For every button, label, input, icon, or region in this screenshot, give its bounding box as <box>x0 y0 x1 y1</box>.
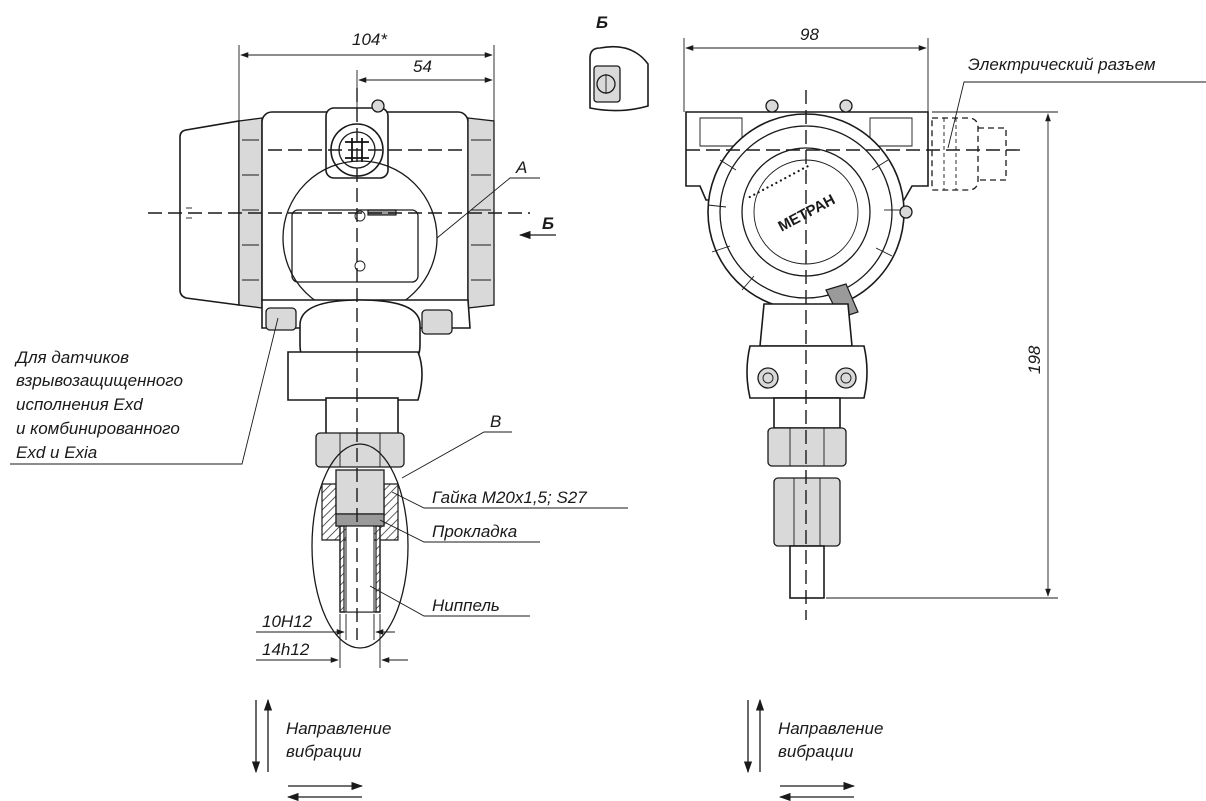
dim-outer: 14h12 <box>262 640 310 659</box>
explosion-note-line-4: и комбинированного <box>16 419 180 438</box>
display-screen <box>291 209 419 283</box>
side-top-screw-right <box>839 99 853 113</box>
leader-explosion-note <box>10 317 279 465</box>
leader-connector <box>947 81 1206 149</box>
nipple-bore <box>345 525 375 613</box>
side-view: 98 • • • • • • • • • • • • • • МЕТРАН <box>683 25 1206 801</box>
sensor-neck <box>325 397 399 435</box>
callout-nut: Гайка M20x1,5; S27 <box>432 488 587 507</box>
side-sensor-neck <box>773 397 841 429</box>
electrical-connector <box>931 117 979 191</box>
gasket <box>335 513 385 527</box>
top-screw <box>371 99 385 113</box>
leader-v <box>401 431 512 479</box>
dim-height: 198 <box>1025 345 1044 374</box>
clamp-screw-left <box>757 367 779 389</box>
detail-v-outline <box>311 443 409 649</box>
side-top-screw-left <box>765 99 779 113</box>
dim-overall-width: 104* <box>352 30 388 49</box>
leader-nut <box>391 491 628 509</box>
view-b-title: Б <box>596 13 608 32</box>
clamp-screw-right <box>835 367 857 389</box>
vibration-label-right-1: Направление <box>778 719 883 738</box>
leader-gasket <box>379 519 540 543</box>
explosion-note-line-1: Для датчиков <box>14 348 129 367</box>
hex-fitting <box>315 432 405 468</box>
side-bolt <box>899 205 913 219</box>
callout-gasket: Прокладка <box>432 522 517 541</box>
side-union-nut <box>773 477 841 547</box>
union-body <box>335 469 385 515</box>
vibration-label-left-1: Направление <box>286 719 391 738</box>
callout-nipple: Ниппель <box>432 596 500 615</box>
leader-a <box>436 177 540 239</box>
vibration-label-right-2: вибрации <box>778 742 854 761</box>
explosion-note-line-3: исполнения Exd <box>16 395 143 414</box>
side-pipe <box>789 545 825 599</box>
callout-connector: Электрический разъем <box>968 55 1156 74</box>
side-hex-fitting <box>767 427 847 467</box>
dim-bore: 10H12 <box>262 612 313 631</box>
explosion-note-line-5: Exd и Exia <box>16 443 97 462</box>
callout-v: В <box>490 412 501 431</box>
ground-clamp <box>265 307 297 331</box>
front-view: 104* 54 <box>10 30 628 801</box>
dim-side-width: 98 <box>800 25 819 44</box>
sensor-block <box>287 351 423 401</box>
side-plug <box>421 309 453 335</box>
explosion-note-line-2: взрывозащищенного <box>16 371 183 390</box>
callout-a: A <box>515 158 527 177</box>
side-clamp <box>746 345 868 399</box>
vibration-label-left-2: вибрации <box>286 742 362 761</box>
view-b-detail: Б <box>589 13 649 112</box>
section-b-label: Б <box>542 214 554 233</box>
leader-nipple <box>369 585 530 617</box>
dim-half-width: 54 <box>413 57 432 76</box>
